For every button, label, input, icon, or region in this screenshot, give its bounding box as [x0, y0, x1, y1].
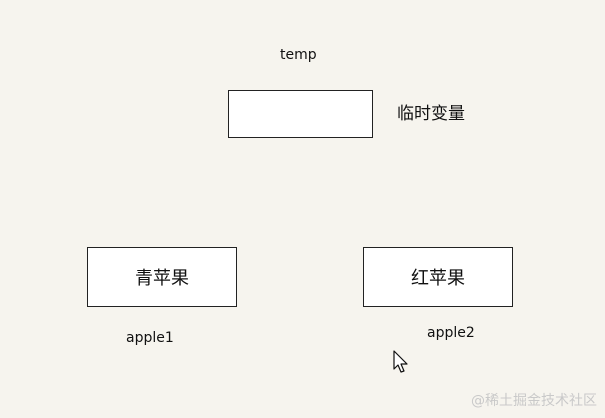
apple1-label: apple1	[126, 330, 174, 346]
red-apple-box: 红苹果	[363, 247, 513, 307]
temp-variable-note: 临时变量	[397, 104, 465, 124]
watermark: @稀土掘金技术社区	[471, 393, 597, 409]
temp-variable-box	[228, 90, 373, 138]
green-apple-box: 青苹果	[87, 247, 237, 307]
temp-label: temp	[280, 47, 317, 63]
mouse-pointer-icon	[393, 350, 408, 373]
apple2-label: apple2	[427, 325, 475, 341]
